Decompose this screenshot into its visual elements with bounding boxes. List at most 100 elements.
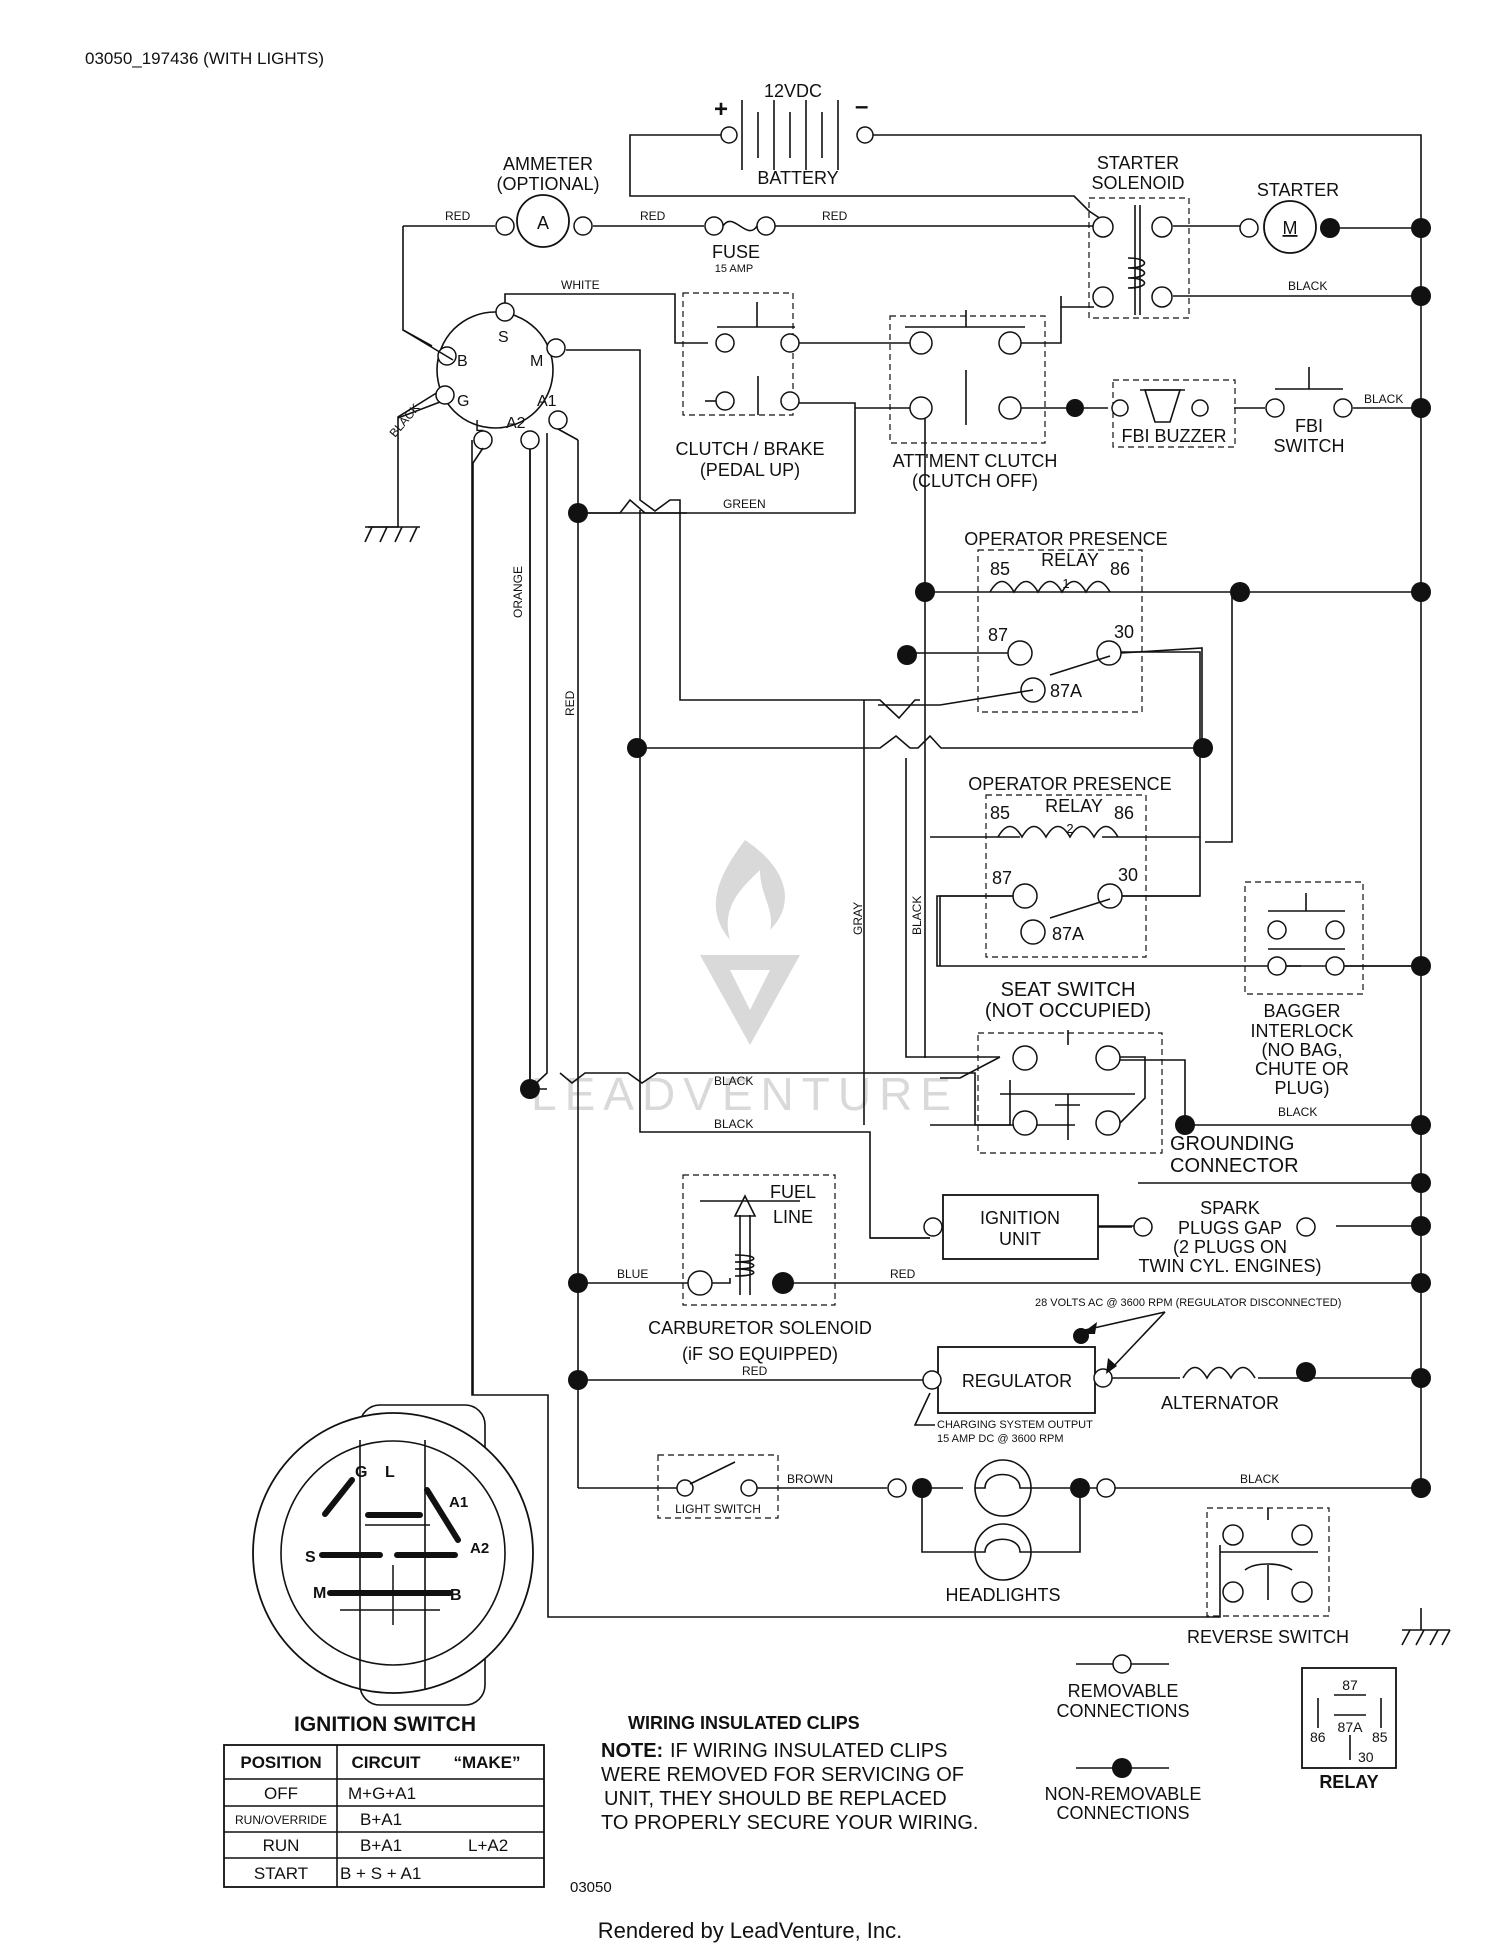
table-row-run-circuit: B+A1 xyxy=(360,1836,402,1855)
fbi-switch-label-2: SWITCH xyxy=(1274,436,1345,456)
bagger-label-3: (NO BAG, xyxy=(1261,1040,1342,1060)
ign-term-s: S xyxy=(498,329,509,346)
regulator-label: REGULATOR xyxy=(962,1371,1072,1391)
wire-label-black: BLACK xyxy=(1278,1105,1317,1119)
seat-switch-label-1: SEAT SWITCH xyxy=(1001,979,1136,1001)
relay1-label-1: OPERATOR PRESENCE xyxy=(964,529,1167,549)
wire-label-black: BLACK xyxy=(714,1074,753,1088)
relay-legend-label: RELAY xyxy=(1319,1772,1378,1792)
fbi-switch: FBI SWITCH xyxy=(1265,367,1431,456)
carb-solenoid-label-1: CARBURETOR SOLENOID xyxy=(648,1318,872,1338)
fbi-buzzer: FBI BUZZER xyxy=(1111,379,1236,448)
spark-plugs: SPARK PLUGS GAP (2 PLUGS ON TWIN CYL. EN… xyxy=(1138,1198,1321,1276)
light-switch: LIGHT SWITCH xyxy=(657,1454,779,1519)
wiring-clips-note: WIRING INSULATED CLIPS NOTE: IF WIRING I… xyxy=(601,1713,978,1834)
starter-solenoid: STARTER SOLENOID xyxy=(1088,153,1190,319)
table-row-run-position: RUN xyxy=(263,1836,300,1855)
clutch-brake-label-1: CLUTCH / BRAKE xyxy=(675,439,824,459)
starter-symbol: M xyxy=(1283,218,1298,238)
ignition-unit-label-2: UNIT xyxy=(999,1229,1041,1249)
attment-clutch-switch: ATT'MENT CLUTCH (CLUTCH OFF) xyxy=(889,310,1084,491)
ign-pin-a2: A2 xyxy=(470,1540,489,1557)
relay1-t30: 30 xyxy=(1114,622,1134,642)
ign-pin-a1: A1 xyxy=(449,1494,468,1511)
relay1-label-2: RELAY xyxy=(1041,550,1099,570)
wire-label-black: BLACK xyxy=(1288,279,1327,293)
table-header-make: “MAKE” xyxy=(453,1753,520,1772)
relay1-t86: 86 xyxy=(1110,559,1130,579)
clips-line-3: UNIT, THEY SHOULD BE REPLACED xyxy=(604,1788,947,1810)
starter-label: STARTER xyxy=(1257,180,1339,200)
wire-label-gray: GRAY xyxy=(851,902,865,935)
regulator-output-1: CHARGING SYSTEM OUTPUT xyxy=(937,1419,1093,1431)
regulator: REGULATOR 28 VOLTS AC @ 3600 RPM (REGULA… xyxy=(913,1297,1341,1445)
ign-term-a1: A1 xyxy=(537,393,557,410)
grounding-connector-label-2: CONNECTOR xyxy=(1170,1155,1299,1177)
relay2-t87: 87 xyxy=(992,868,1012,888)
wire-labels: RED RED RED WHITE BLACK BLACK GREEN BLAC… xyxy=(387,209,1404,1486)
reverse-switch-label: REVERSE SWITCH xyxy=(1187,1627,1349,1647)
regulator-note: 28 VOLTS AC @ 3600 RPM (REGULATOR DISCON… xyxy=(1035,1297,1341,1309)
attment-clutch-label-2: (CLUTCH OFF) xyxy=(912,471,1038,491)
starter-solenoid-label-2: SOLENOID xyxy=(1091,173,1184,193)
spark-plugs-label-4: TWIN CYL. ENGINES) xyxy=(1138,1256,1321,1276)
fuse-label: FUSE xyxy=(712,242,760,262)
ign-pin-g: G xyxy=(355,1464,367,1481)
seat-switch: SEAT SWITCH (NOT OCCUPIED) xyxy=(930,979,1195,1154)
spark-plugs-label-1: SPARK xyxy=(1200,1198,1260,1218)
starter-solenoid-label-1: STARTER xyxy=(1097,153,1179,173)
ign-term-l: L xyxy=(475,418,484,435)
reverse-switch: REVERSE SWITCH xyxy=(1187,1507,1349,1647)
ignition-switch-table: POSITION CIRCUIT “MAKE” OFF M+G+A1 RUN/O… xyxy=(223,1744,545,1888)
spark-plugs-label-2: PLUGS GAP xyxy=(1178,1218,1282,1238)
relay2-label-1: OPERATOR PRESENCE xyxy=(968,774,1171,794)
wire-label-brown: BROWN xyxy=(787,1472,833,1486)
battery-label: BATTERY xyxy=(757,168,838,188)
relay1-number: 1 xyxy=(1062,576,1069,591)
relay-legend-86: 86 xyxy=(1310,1729,1326,1745)
operator-presence-relay-2: OPERATOR PRESENCE RELAY 2 85 86 87 30 87… xyxy=(939,774,1201,966)
legend-removable-1: REMOVABLE xyxy=(1068,1681,1179,1701)
table-row-start-circuit: B + S + A1 xyxy=(340,1864,421,1883)
document-id: 03050_197436 (WITH LIGHTS) xyxy=(85,49,324,68)
fuel-line-label-1: FUEL xyxy=(770,1182,816,1202)
wire-label-blue: BLUE xyxy=(617,1267,648,1281)
wire-label-green: GREEN xyxy=(723,497,766,511)
bagger-label-4: CHUTE OR xyxy=(1255,1059,1349,1079)
wire-label-black: BLACK xyxy=(1240,1472,1279,1486)
battery-voltage: 12VDC xyxy=(764,81,822,101)
ammeter-label: AMMETER xyxy=(503,154,593,174)
relay-legend-30: 30 xyxy=(1358,1749,1374,1765)
starter-motor: M STARTER xyxy=(1239,180,1340,254)
table-row-override-position: RUN/OVERRIDE xyxy=(235,1813,327,1827)
ammeter: A AMMETER (OPTIONAL) xyxy=(495,154,600,248)
clips-line-1: IF WIRING INSULATED CLIPS xyxy=(670,1740,947,1762)
relay2-number: 2 xyxy=(1066,821,1073,836)
battery: + – 12VDC BATTERY xyxy=(714,81,874,188)
relay2-t87a: 87A xyxy=(1052,924,1084,944)
ign-term-b: B xyxy=(457,353,468,370)
ignition-unit: IGNITION UNIT xyxy=(923,1194,1153,1260)
regulator-output-2: 15 AMP DC @ 3600 RPM xyxy=(937,1433,1064,1445)
wire-label-white: WHITE xyxy=(561,278,600,292)
bagger-interlock: BAGGER INTERLOCK (NO BAG, CHUTE OR PLUG) xyxy=(1244,881,1431,1098)
wire-label-red: RED xyxy=(563,690,577,716)
relay2-t86: 86 xyxy=(1114,803,1134,823)
relay1-t85: 85 xyxy=(990,559,1010,579)
bagger-label-2: INTERLOCK xyxy=(1250,1021,1353,1041)
bagger-label-5: PLUG) xyxy=(1274,1078,1329,1098)
bagger-label-1: BAGGER xyxy=(1263,1001,1340,1021)
clutch-brake-switch: CLUTCH / BRAKE (PEDAL UP) xyxy=(675,292,825,480)
relay-legend-87a: 87A xyxy=(1338,1719,1364,1735)
table-row-off-position: OFF xyxy=(264,1784,298,1803)
ammeter-symbol: A xyxy=(537,213,549,233)
legend-nonremovable-2: CONNECTIONS xyxy=(1056,1803,1189,1823)
ground-symbol-right xyxy=(1401,1629,1451,1646)
ignition-unit-label-1: IGNITION xyxy=(980,1208,1060,1228)
table-row-off-circuit: M+G+A1 xyxy=(348,1784,416,1803)
wires xyxy=(368,134,1422,1630)
wire-label-red: RED xyxy=(890,1267,916,1281)
alternator: ALTERNATOR xyxy=(1161,1362,1316,1413)
ign-pin-b: B xyxy=(450,1587,462,1604)
